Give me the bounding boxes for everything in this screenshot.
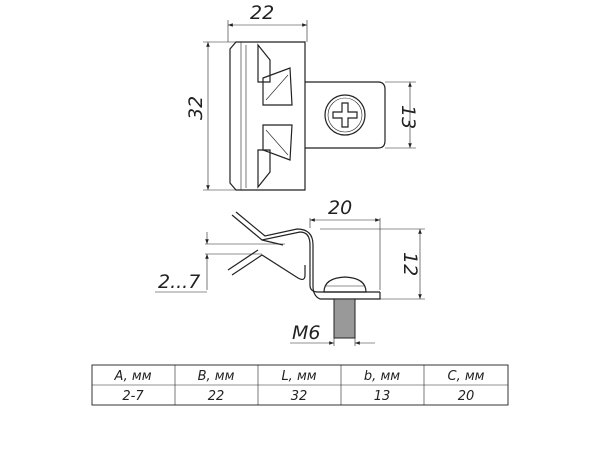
dim-height: 12	[399, 252, 421, 276]
table-header-b: B, мм	[198, 369, 235, 384]
table-header-a: A, мм	[113, 369, 151, 384]
table-cell-c: 20	[458, 389, 475, 404]
dim-offset: 20	[328, 197, 352, 219]
dim-width-top: 22	[250, 2, 274, 24]
table-cell-b-small: 13	[374, 389, 391, 404]
table-header-b-small: b, мм	[364, 369, 400, 384]
spec-table: A, мм B, мм L, мм b, мм C, мм 2-7 22 32 …	[91, 364, 509, 406]
side-view: 20 12 2...7 M6	[155, 197, 425, 346]
dim-thread: M6	[292, 322, 320, 344]
dim-clamp-range: 2...7	[158, 271, 200, 293]
dim-tab-width: 13	[397, 105, 419, 129]
table-cell-l: 32	[291, 389, 308, 404]
table-header-l: L, мм	[281, 369, 316, 384]
screw-side-icon	[323, 276, 367, 339]
dim-length: 32	[185, 96, 207, 120]
table-header-c: C, мм	[448, 369, 485, 384]
screw-head-icon	[324, 94, 366, 136]
table-cell-a: 2-7	[122, 389, 144, 404]
table-cell-b: 22	[208, 389, 225, 404]
top-view: 22 32 13	[185, 2, 419, 191]
